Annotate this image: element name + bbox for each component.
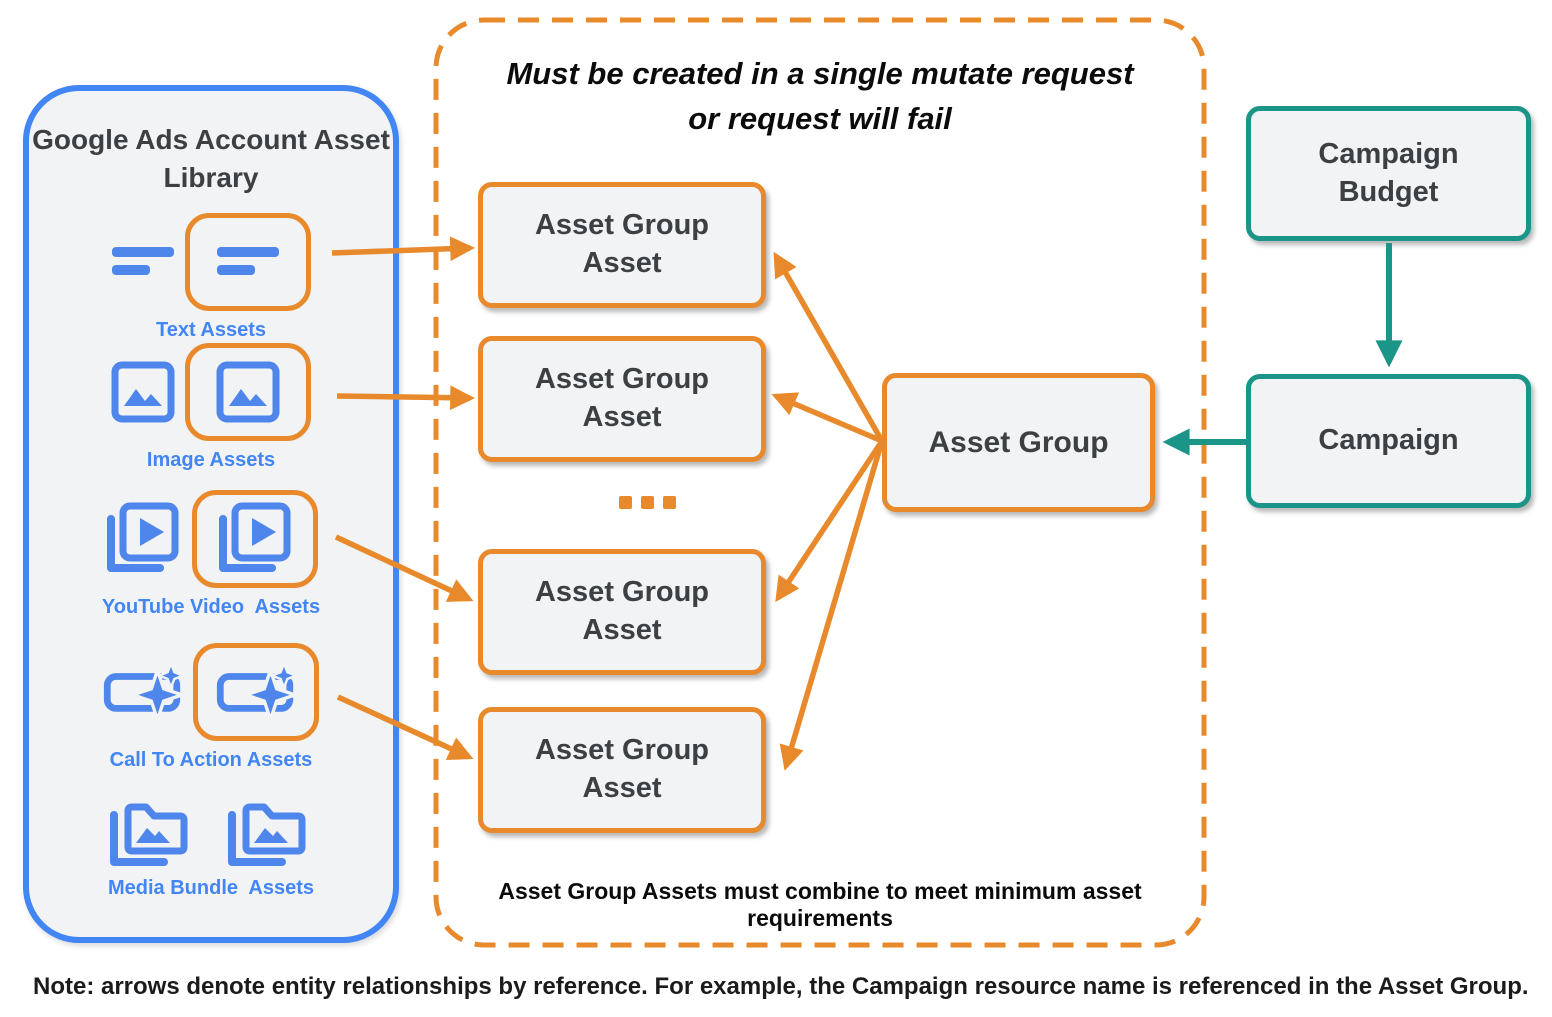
media-bundle-icon-row [106,787,316,869]
image-asset-icon [216,361,280,423]
text-asset-icon [217,247,279,275]
arrow-asset-group-to-asset-group-asset-1 [773,251,885,443]
youtube-video-asset-selected-outline [192,490,318,588]
media-bundle-asset-icon [110,803,188,866]
asset-group-youtube-video-assets: YouTube Video Assets [29,490,393,619]
text-assets-label: Text Assets [155,319,267,341]
ellipsis-dot [663,495,676,509]
text-asset-selected-outline [185,213,311,311]
asset-group-asset-box-4: Asset Group Asset [478,707,766,833]
arrow-asset-group-to-asset-group-asset-2 [771,392,884,444]
campaign-budget-label: Campaign Budget [1318,137,1459,208]
mutate-request-footnote: Asset Group Assets must combine to meet … [498,878,1142,931]
text-assets-icon-row [111,213,311,311]
asset-group-media-bundle-assets: Media Bundle Assets [29,787,393,900]
asset-group-text-assets: Text Assets [29,213,393,342]
call-to-action-asset-selected-outline [193,643,319,741]
image-assets-label: Image Assets [146,449,276,471]
asset-group-asset-label: Asset Group Asset [534,576,710,646]
asset-group-call-to-action-assets: Call To Action Assets [29,643,393,772]
image-asset-selected-outline [185,343,311,441]
ellipsis-dot [619,495,632,509]
call-to-action-asset-icon [216,664,296,720]
asset-library-title: Google Ads Account Asset Library [32,124,390,193]
asset-group-asset-box-3: Asset Group Asset [478,549,766,675]
call-to-action-asset-icon [103,664,183,720]
cta-assets-icon-row [103,643,319,741]
asset-group-asset-label: Asset Group Asset [534,363,710,433]
asset-group-image-assets: Image Assets [29,343,393,472]
arrow-asset-group-to-asset-group-asset-4 [779,440,885,771]
youtube-video-asset-icon [107,502,179,572]
youtube-assets-icon-row [104,490,318,588]
media-bundle-asset-icon [228,803,306,866]
image-asset-icon [111,361,175,423]
text-asset-icon [112,247,174,275]
campaign-budget-box: Campaign Budget [1246,106,1531,241]
asset-group-asset-box-2: Asset Group Asset [478,336,766,462]
mutate-request-title: Must be created in a single mutate reque… [506,56,1134,136]
asset-library-panel: Google Ads Account Asset Library Text As… [23,85,399,943]
youtube-video-asset-icon [219,502,291,572]
media-bundle-assets-label: Media Bundle Assets [108,877,314,899]
asset-group-box: Asset Group [882,373,1155,512]
call-to-action-assets-label: Call To Action Assets [109,749,313,771]
asset-group-label: Asset Group [928,426,1109,459]
asset-group-asset-label: Asset Group Asset [534,734,710,804]
campaign-box: Campaign [1246,374,1531,508]
campaign-label: Campaign [1318,424,1459,457]
asset-group-asset-label: Asset Group Asset [534,209,710,279]
asset-group-asset-box-1: Asset Group Asset [478,182,766,308]
ellipsis-dot [641,495,654,509]
image-assets-icon-row [111,343,311,441]
ellipsis: ... [600,489,695,515]
arrow-asset-group-to-asset-group-asset-3 [775,439,885,603]
youtube-video-assets-label: YouTube Video Assets [101,596,321,618]
reference-note: Note: arrows denote entity relationships… [33,973,1529,1000]
